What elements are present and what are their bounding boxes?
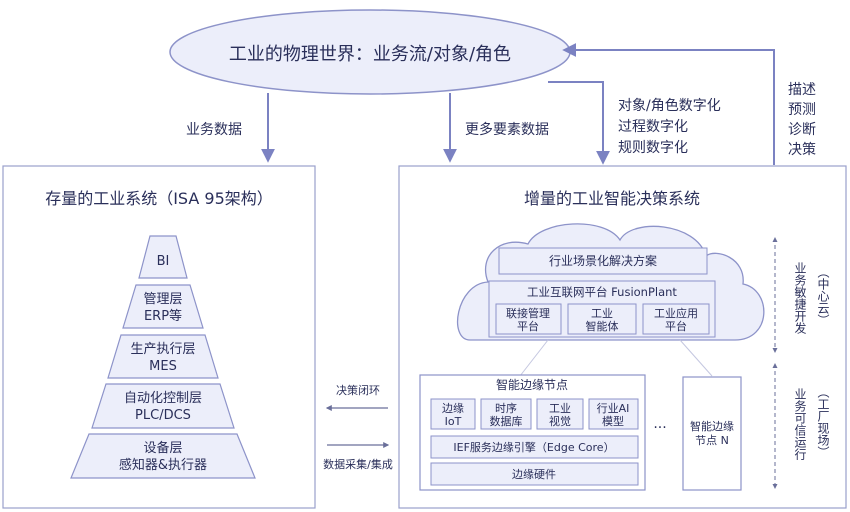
pyramid-layer-management xyxy=(122,284,204,329)
pyramid-layer-mes-label-1: 生产执行层 xyxy=(130,342,195,357)
cloud-edge-connector-right xyxy=(679,339,713,377)
edge-node-title: 智能边缘节点 xyxy=(496,377,568,392)
industry-ai-model-box xyxy=(588,398,639,430)
decision-loop-label: 决策闭环 xyxy=(336,383,380,397)
business-data-label: 业务数据 xyxy=(186,122,242,138)
edge-nodes-ellipsis: ··· xyxy=(653,420,666,436)
timeseries-db-label-2: 数据库 xyxy=(490,414,523,428)
cloud-edge-connector-left xyxy=(519,339,549,377)
legacy-system-title: 存量的工业系统（ISA 95架构） xyxy=(45,189,273,208)
industrial-agent-label-2: 智能体 xyxy=(586,319,619,333)
edge-node-n-label-1: 智能边缘 xyxy=(690,419,734,433)
pyramid-layer-mes xyxy=(107,334,219,379)
timeseries-db-box xyxy=(480,398,532,430)
pyramid-layer-automation xyxy=(91,383,235,429)
edge-iot-label-2: IoT xyxy=(445,415,462,428)
feedback-line-2: 预测 xyxy=(788,102,816,118)
industrial-app-platform-box xyxy=(642,303,710,335)
fusionplant-label: 工业互联网平台 FusionPlant xyxy=(527,285,677,299)
industrial-agent-label-1: 工业 xyxy=(591,307,613,320)
pyramid-layer-automation-label-1: 自动化控制层 xyxy=(124,391,202,406)
industrial-vision-label-1: 工业 xyxy=(549,402,571,415)
scenario-solution-label: 行业场景化解决方案 xyxy=(549,253,657,268)
more-elements-data-label: 更多要素数据 xyxy=(465,121,549,138)
data-collection-label: 数据采集/集成 xyxy=(323,457,393,471)
scenario-solution-box xyxy=(498,247,708,275)
digitization-line-1: 对象/角色数字化 xyxy=(618,97,721,114)
connection-management-label-1: 联接管理 xyxy=(506,306,550,320)
feedback-line-4: 决策 xyxy=(788,141,816,158)
edge-side-text: 业务可信运行 xyxy=(793,388,807,460)
edge-node-n-box xyxy=(682,376,742,491)
industry-ai-model-label-2: 模型 xyxy=(602,414,624,428)
industrial-agent-box xyxy=(567,303,637,335)
feedback-line-1: 描述 xyxy=(788,82,816,98)
edge-node-n-label-2: 节点 N xyxy=(695,434,729,447)
edge-iot-box xyxy=(430,398,476,430)
pyramid-layer-device-label-1: 设备层 xyxy=(143,440,182,456)
pyramid-layer-bi-label: BI xyxy=(157,254,170,269)
industrial-vision-label-2: 视觉 xyxy=(549,414,571,428)
intelligent-system-title: 增量的工业智能决策系统 xyxy=(524,189,700,208)
cloud-side-text: 业务敏捷开发 xyxy=(793,262,807,334)
ief-edge-engine-label: IEF服务边缘引擎（Edge Core） xyxy=(453,440,614,454)
edge-side-tag: （工厂现场） xyxy=(816,386,830,458)
pyramid-layer-device xyxy=(70,433,256,479)
edge-hardware-label: 边缘硬件 xyxy=(512,468,556,481)
digitization-line-2: 过程数字化 xyxy=(618,119,688,135)
feedback-line-3: 诊断 xyxy=(788,122,816,138)
connection-management-box xyxy=(495,303,562,335)
industrial-app-platform-label-2: 平台 xyxy=(665,319,687,333)
timeseries-db-label-1: 时序 xyxy=(495,401,517,415)
ief-edge-engine-box xyxy=(430,435,639,459)
cloud-side-tag: （中心云） xyxy=(816,266,830,326)
industry-ai-model-label-1: 行业AI xyxy=(597,402,630,415)
edge-hardware-box xyxy=(430,462,639,486)
physical-world-label: 工业的物理世界：业务流/对象/角色 xyxy=(229,44,511,65)
digitization-arrow xyxy=(548,81,610,165)
pyramid-layer-mes-label-2: MES xyxy=(149,359,177,374)
industrial-app-platform-label-1: 工业应用 xyxy=(654,306,698,320)
pyramid-layer-bi xyxy=(138,235,188,279)
feedback-arrow xyxy=(562,43,775,165)
connection-management-label-2: 平台 xyxy=(517,319,539,333)
industrial-vision-box xyxy=(536,398,584,430)
pyramid-layer-management-label-1: 管理层 xyxy=(143,292,182,307)
pyramid-layer-management-label-2: ERP等 xyxy=(144,308,182,324)
pyramid-layer-automation-label-2: PLC/DCS xyxy=(135,408,191,423)
pyramid-layer-device-label-2: 感知器&执行器 xyxy=(119,457,207,473)
edge-iot-label-1: 边缘 xyxy=(442,402,464,415)
digitization-line-3: 规则数字化 xyxy=(618,140,688,156)
